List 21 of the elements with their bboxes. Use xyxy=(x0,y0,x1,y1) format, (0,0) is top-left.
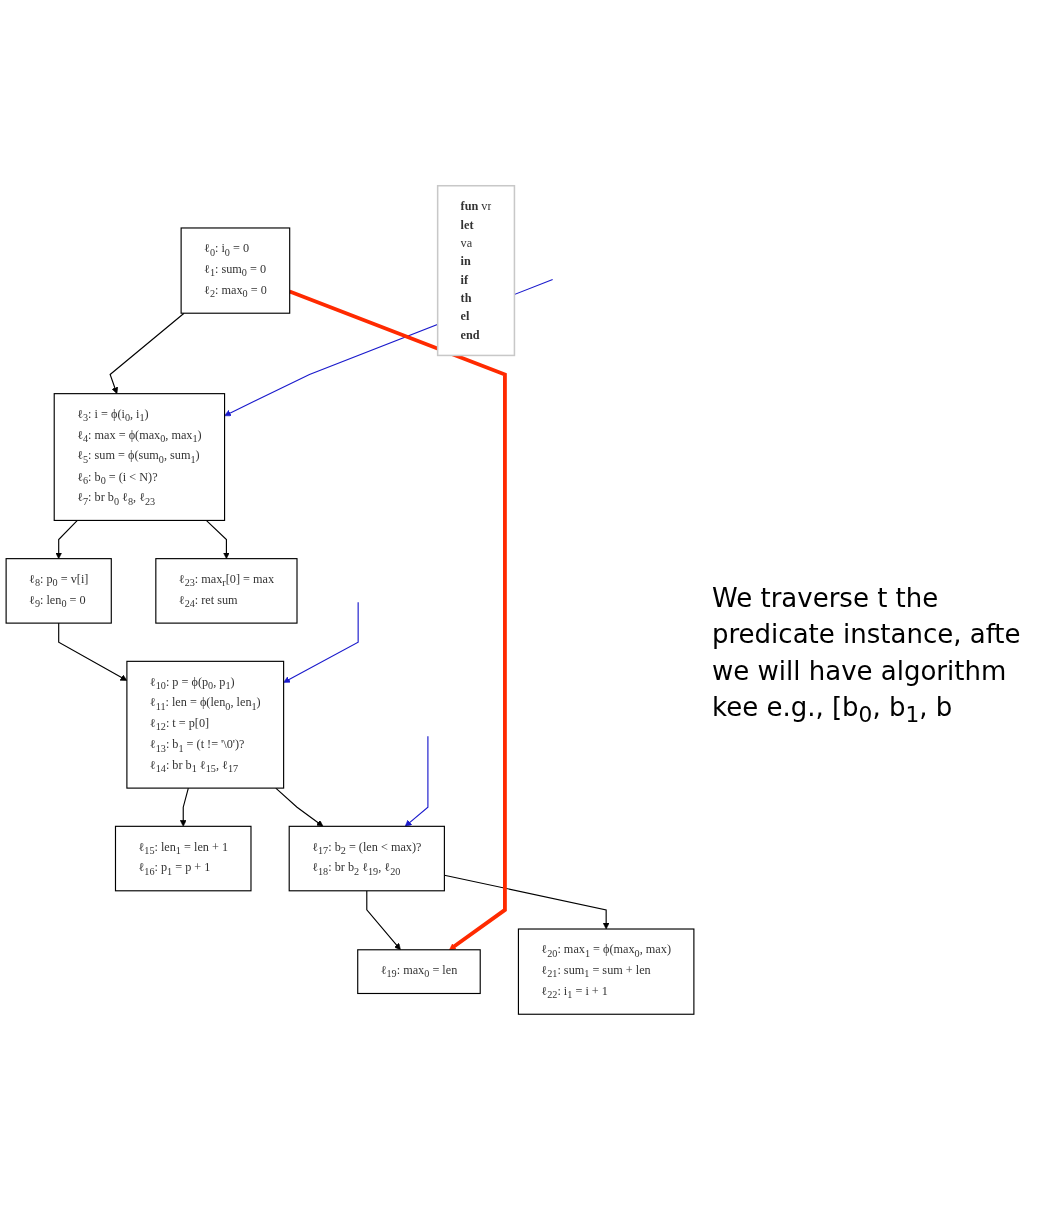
node-box xyxy=(114,825,252,892)
node-box xyxy=(53,393,226,521)
arrow xyxy=(289,289,507,951)
node-box xyxy=(288,825,445,892)
arrow xyxy=(179,787,189,827)
node-box xyxy=(155,558,298,624)
note-text: We traverse t the predicate instance, afte we will have algorithm kee e.g., [b$_{0}$, b$_{1}$, b xyxy=(712,582,1022,730)
node-box xyxy=(180,227,291,314)
flowchart-drawing: ℓ$_{0}$: i$_{0}$ = 0 ℓ$_{1}$: sum$_{0}$ = 0 ℓ$_{2}$: max$_{0}$ = 0 ℓ$_{3}$: i = ϕ(i$_{0}$, i$_{1}$) ℓ$_{4}$: max = ϕ(max$_{0}$, max$_{1}$) ℓ$_{5}$: sum = ϕ(sum$_{0}$, sum$_{1}$) ℓ$_{6}$: b$_{0}$ = (i < N)? ℓ$_{7}$: br b$_{0}$ ℓ$_{8}$, ℓ$_{23}$ ℓ$_{8}$: p$_{0}$ = v[i] ℓ$_{9}$: len$_{0}$ = 0 ℓ$_{23}$: max$_{r}$[0] = max ℓ$_{24}$: ret sum ℓ$_{10}$: p = ϕ(p$_{0}$, p$_{1}$) ℓ$_{11}$: len = ϕ(len$_{0}$, len$_{1}$) ℓ$_{12}$: t = p[0] ℓ$_{13}$: b$_{1}$ = (t != '\0')? ℓ$_{14}$: br b$_{1}$ ℓ$_{15}$, ℓ$_{17}$ ℓ$_{15}$: len$_{1}$ = len + 1 ℓ$_{16}$: p$_{1}$ = p + 1 ℓ$_{17}$: b$_{2}$ = (len < max)? ℓ$_{18}$: br b$_{2}$ ℓ$_{19}$, ℓ$_{20}$ ℓ$_{19}$: max$_{0}$ = len ℓ$_{20}$: max$_{1}$ = ϕ(max$_{0}$, max) ℓ$_{21}$: sum$_{1}$ = sum + len ℓ$_{22}$: i$_{1}$ = i + 1 fun vr let va in if th el end xyxy=(0,0,700,1200)
arrow xyxy=(205,519,230,559)
node-box xyxy=(357,949,481,995)
node-box xyxy=(5,558,112,624)
arrow xyxy=(366,890,401,951)
node-box xyxy=(517,928,695,1015)
arrow xyxy=(109,312,185,394)
node-box xyxy=(126,660,285,789)
arrow xyxy=(404,735,429,827)
arrow xyxy=(275,787,324,827)
arrow xyxy=(283,601,359,683)
node-box xyxy=(436,185,516,357)
arrow xyxy=(55,519,78,559)
